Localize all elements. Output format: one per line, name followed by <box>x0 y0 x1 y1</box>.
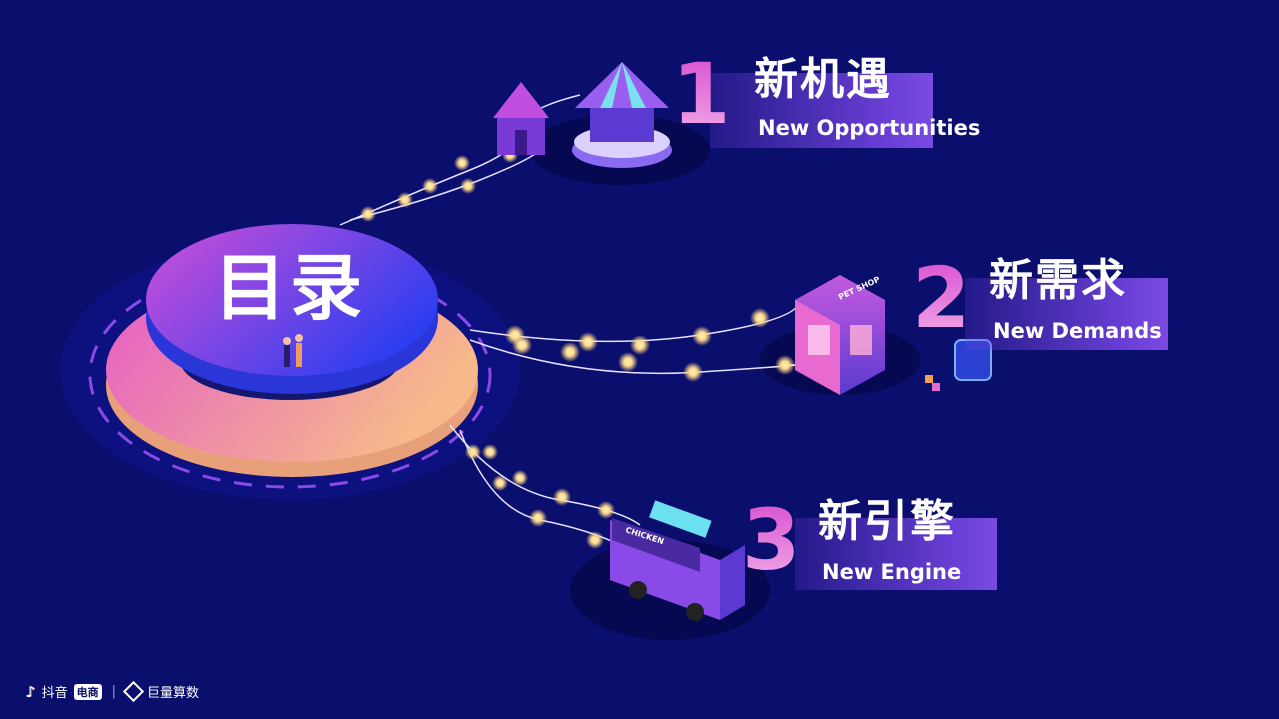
section-title-zh: 新需求 <box>989 255 1127 306</box>
pet-shop-icon <box>795 275 992 395</box>
title-bar <box>710 73 933 148</box>
juliang-logo-icon <box>122 680 145 703</box>
circus-tent-icon <box>493 82 549 155</box>
section-title-zh: 新机遇 <box>754 54 892 105</box>
section-title-zh: 新引擎 <box>818 496 956 547</box>
section-number: 2 <box>912 249 971 347</box>
separator: | <box>111 684 116 699</box>
section-title-en: New Engine <box>822 560 962 584</box>
brand-douyin: 抖音 <box>41 686 68 701</box>
footer-logos: ♪ 抖音 电商 | 巨量算数 <box>26 680 199 703</box>
food-truck-icon <box>610 500 745 621</box>
disc-top <box>146 224 438 376</box>
brand-juliang: 巨量算数 <box>146 686 199 701</box>
brand-badge: 电商 <box>73 683 102 700</box>
carousel-icon <box>572 62 672 168</box>
people-icon <box>283 334 303 367</box>
page-title: 目录 <box>214 246 367 330</box>
section-title-en: New Opportunities <box>758 116 981 140</box>
section-number: 1 <box>672 45 731 143</box>
section-title-en: New Demands <box>993 319 1162 343</box>
light-bulbs <box>360 147 795 549</box>
tiktok-note-icon: ♪ <box>26 682 36 701</box>
title-bar <box>795 518 997 590</box>
title-bar <box>965 278 1168 350</box>
section-number: 3 <box>742 491 801 589</box>
